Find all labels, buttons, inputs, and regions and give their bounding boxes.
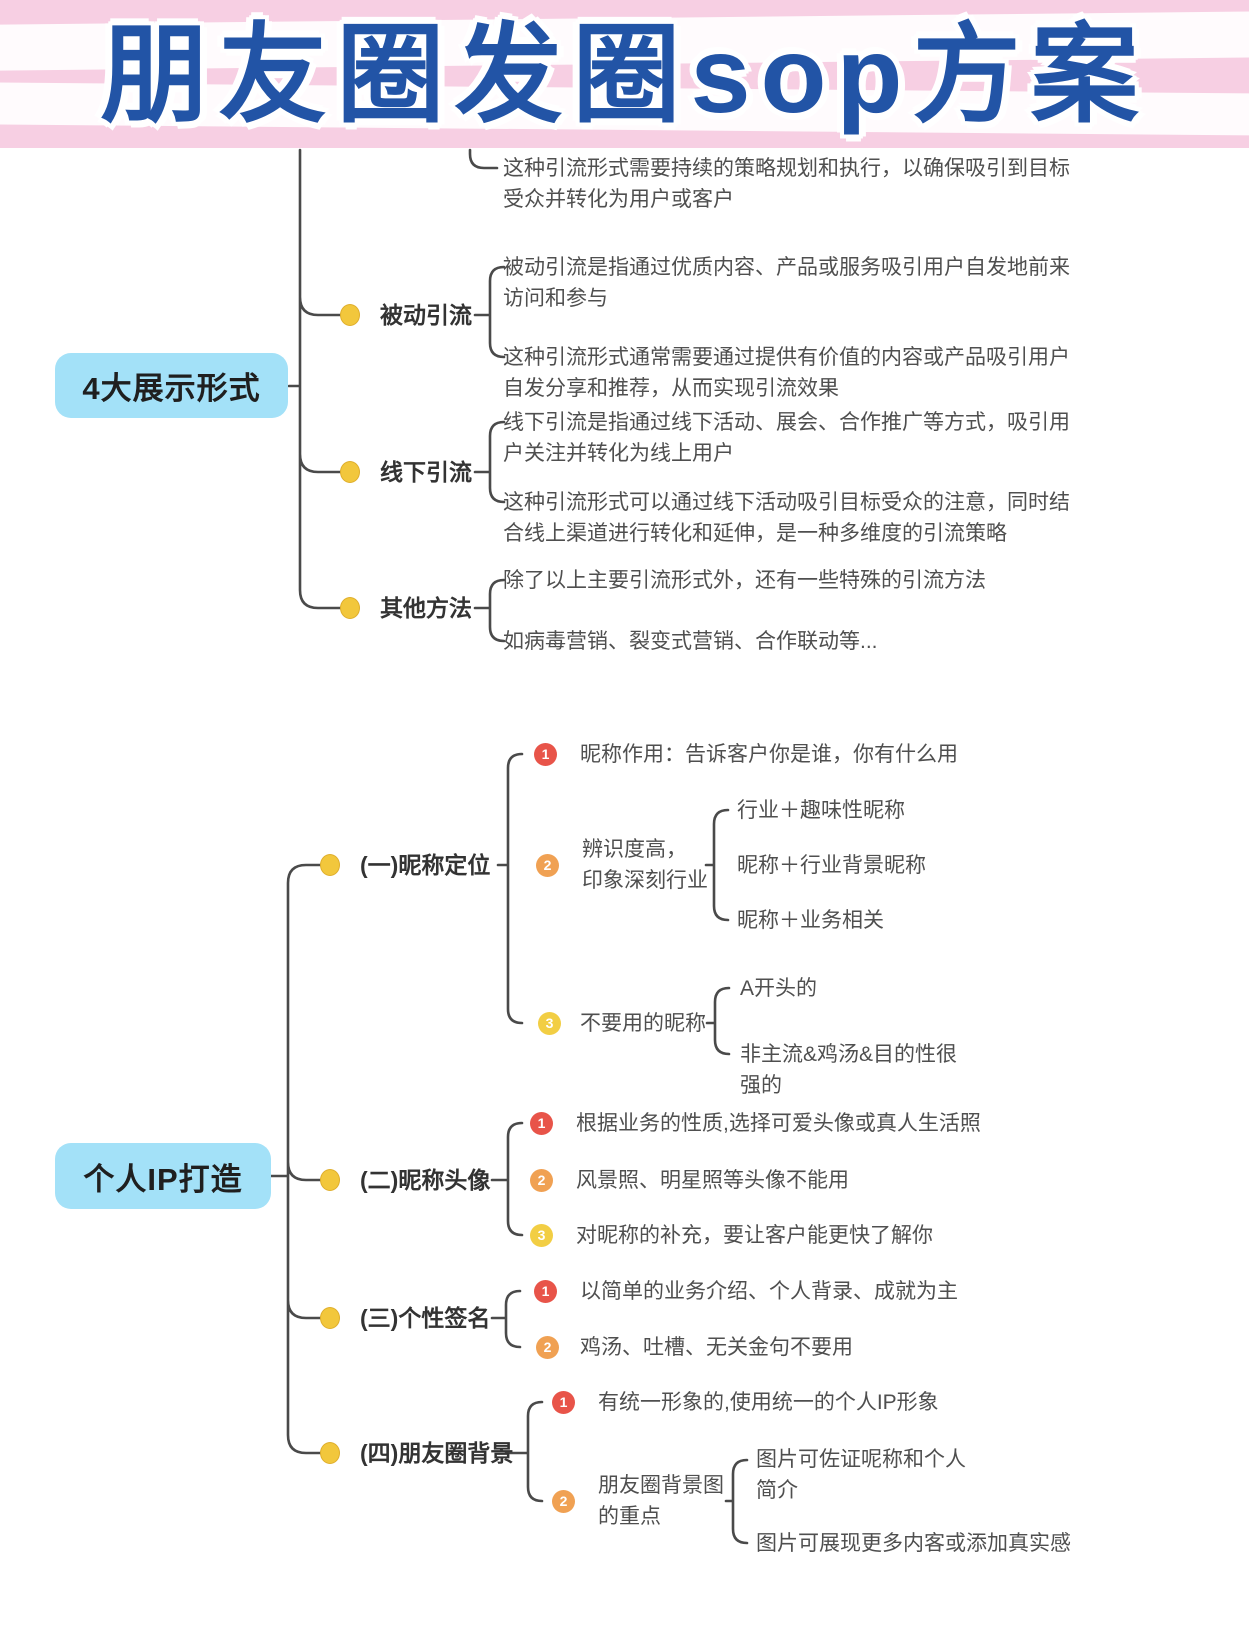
sub-leaf: 行业＋趣味性昵称	[737, 799, 905, 822]
numbered-badge: 2	[552, 1490, 575, 1513]
leaf-item: 根据业务的性质,选择可爱头像或真人生活照	[576, 1112, 981, 1135]
leaf-item: 辨识度高， 印象深刻行业	[582, 838, 708, 892]
leaf-item: 对昵称的补充，要让客户能更快了解你	[576, 1224, 933, 1247]
numbered-badge: 2	[536, 1336, 559, 1359]
leaf-item: 昵称作用：告诉客户你是谁，你有什么用	[580, 743, 958, 766]
numbered-badge: 1	[552, 1391, 575, 1414]
root-node-personal-ip: 个人IP打造	[55, 1143, 271, 1209]
numbered-badge: 1	[530, 1112, 553, 1135]
numbered-badge: 3	[530, 1224, 553, 1247]
banner-title: 朋友圈发圈sop方案	[100, 14, 1149, 135]
leaf-note: 这种引流形式通常需要通过提供有价值的内容或产品吸引用户 自发分享和推荐，从而实现…	[503, 346, 1070, 400]
branch-dot-icon	[340, 304, 360, 326]
leaf-note: 除了以上主要引流形式外，还有一些特殊的引流方法	[503, 569, 986, 592]
leaf-note: 线下引流是指通过线下活动、展会、合作推广等方式，吸引用 户关注并转化为线上用户	[503, 411, 1070, 465]
branch-label-other: 其他方法	[380, 595, 472, 621]
leaf-note: 被动引流是指通过优质内容、产品或服务吸引用户自发地前来 访问和参与	[503, 256, 1070, 310]
branch-dot-icon	[340, 461, 360, 483]
leaf-item: 风景照、明星照等头像不能用	[576, 1169, 849, 1192]
sub-leaf: A开头的	[740, 977, 818, 1000]
numbered-badge: 1	[534, 743, 557, 766]
branch-label-avatar: (二)昵称头像	[360, 1167, 491, 1193]
leaf-item: 不要用的昵称	[580, 1012, 706, 1035]
leaf-item: 以简单的业务介绍、个人背录、成就为主	[580, 1280, 958, 1303]
branch-label-passive: 被动引流	[380, 302, 472, 328]
leaf-item: 有统一形象的,使用统一的个人IP形象	[598, 1391, 939, 1414]
branch-label-moments-background: (四)朋友圈背景	[360, 1440, 514, 1466]
leaf-item: 朋友圈背景图 的重点	[598, 1474, 724, 1528]
branch-dot-icon	[320, 1169, 340, 1191]
numbered-badge: 2	[530, 1169, 553, 1192]
sub-leaf: 图片可展现更多内客或添加真实感	[756, 1532, 1071, 1555]
sub-leaf: 昵称＋业务相关	[737, 909, 884, 932]
leaf-note-partial-top: 这种引流形式需要持续的策略规划和执行，以确保吸引到目标 受众并转化为用户或客户	[503, 157, 1070, 211]
numbered-badge: 3	[538, 1012, 561, 1035]
numbered-badge: 2	[536, 854, 559, 877]
leaf-item: 鸡汤、吐槽、无关金句不要用	[580, 1336, 853, 1359]
leaf-note: 这种引流形式可以通过线下活动吸引目标受众的注意，同时结 合线上渠道进行转化和延伸…	[503, 491, 1070, 545]
numbered-badge: 1	[534, 1280, 557, 1303]
branch-label-signature: (三)个性签名	[360, 1305, 491, 1331]
sub-leaf: 非主流&鸡汤&目的性很 强的	[740, 1043, 958, 1097]
leaf-note: 如病毒营销、裂变式营销、合作联动等...	[503, 630, 878, 653]
branch-dot-icon	[320, 1307, 340, 1329]
branch-label-nickname-positioning: (一)昵称定位	[360, 852, 491, 878]
tree1-lines	[287, 148, 506, 643]
branch-dot-icon	[320, 854, 340, 876]
root-node-display-forms: 4大展示形式	[55, 353, 288, 418]
sub-leaf: 昵称＋行业背景昵称	[737, 854, 926, 877]
sub-leaf: 图片可佐证呢称和个人 简介	[756, 1448, 966, 1502]
branch-label-offline: 线下引流	[380, 459, 472, 485]
banner: 朋友圈发圈sop方案	[0, 0, 1249, 148]
branch-dot-icon	[320, 1442, 340, 1464]
branch-dot-icon	[340, 597, 360, 619]
